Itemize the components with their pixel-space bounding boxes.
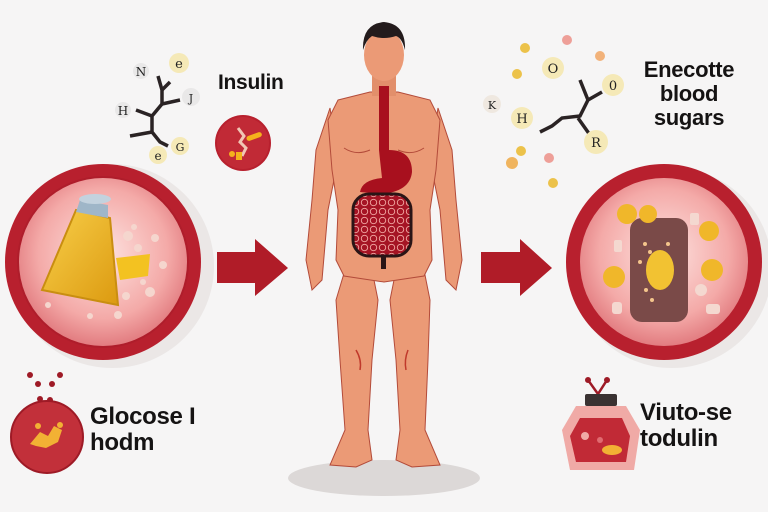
- glocose-line-1: Glocose I: [90, 403, 196, 430]
- enecotte-line-3: sugars: [653, 104, 725, 130]
- glucose-cell-small-icon: [10, 372, 84, 474]
- svg-text:e: e: [154, 149, 161, 163]
- jar-icon: [562, 377, 640, 470]
- insulin-cell-icon: [215, 115, 271, 171]
- human-body-figure: [305, 22, 463, 468]
- arrow-right-icon-2: [481, 239, 552, 296]
- viuto-label: Viuto-se todulin: [640, 400, 732, 452]
- viuto-line-2: todulin: [640, 424, 718, 452]
- svg-text:0: 0: [609, 79, 617, 94]
- molecule-left-icon: N e J H e G: [115, 53, 200, 164]
- insulin-label: Insulin: [218, 71, 284, 94]
- arrow-right-icon: [217, 239, 288, 296]
- svg-text:H: H: [118, 104, 128, 118]
- svg-text:J: J: [188, 92, 193, 105]
- svg-text:N: N: [136, 65, 147, 79]
- svg-text:O: O: [548, 62, 559, 77]
- molecule-right-icon: O 0 H K R: [483, 35, 624, 188]
- glocose-label: Glocose I hodm: [90, 403, 196, 456]
- enecotte-line-2: blood: [659, 80, 719, 106]
- floor-shadow: [288, 460, 480, 496]
- viuto-line-1: Viuto-se: [640, 399, 732, 426]
- enecotte-blood-sugars-label: Enecotte blood sugars: [634, 58, 744, 129]
- glucose-cell-illustration: [566, 164, 768, 368]
- svg-text:R: R: [591, 136, 602, 151]
- glocose-line-2: hodm: [90, 428, 155, 456]
- svg-text:K: K: [488, 99, 497, 112]
- svg-text:H: H: [516, 112, 527, 127]
- svg-text:G: G: [176, 141, 185, 154]
- svg-text:e: e: [175, 57, 183, 72]
- flask-cell-illustration: [5, 164, 214, 368]
- enecotte-line-1: Enecotte: [643, 57, 735, 82]
